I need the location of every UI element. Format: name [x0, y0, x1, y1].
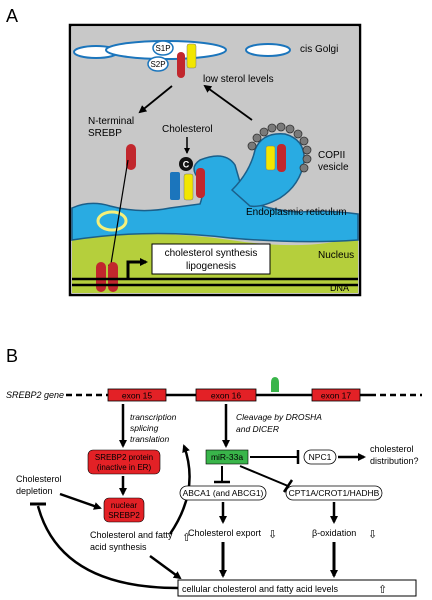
arrow-depletion	[59, 492, 102, 510]
abca1-label: ABCA1 (and ABCG1)	[183, 488, 264, 498]
synthesis-line1: Cholesterol and fatty	[90, 530, 173, 540]
exon-16-box	[195, 388, 257, 402]
nuclear-srebp2-box	[103, 497, 145, 523]
srebp-golgi	[177, 52, 185, 78]
exon-17-box	[311, 388, 361, 402]
mir-33a-box	[205, 449, 249, 465]
npc1-label: NPC1	[309, 452, 332, 462]
exon-15-label: exon 15	[122, 391, 153, 401]
scap-er	[183, 173, 194, 201]
arrow-synthesis-final	[149, 554, 182, 580]
insig-protein	[170, 172, 180, 200]
srebp-dna-2	[108, 262, 118, 292]
mir-hairpin	[271, 377, 279, 392]
arrow-er-to-golgi	[203, 84, 253, 121]
copii-coat	[247, 122, 312, 173]
synthesis-line2: acid synthesis	[90, 542, 147, 552]
srebp2-protein-line2: (inactive in ER)	[97, 463, 152, 472]
export-down-arrow: ⇩	[268, 529, 277, 541]
n-terminal-srebp	[126, 144, 136, 170]
dna-label: DNA	[330, 283, 349, 293]
export-label: Cholesterol export	[188, 528, 262, 538]
exon-16-label: exon 16	[211, 391, 242, 401]
low-sterol-label: low sterol levels	[203, 74, 274, 85]
npc1-box	[303, 449, 337, 465]
cell-diagram: S1P S2P cis Golgi low sterol levels N-te…	[68, 23, 362, 297]
srebp2-protein-box	[87, 449, 161, 475]
s1p-label: S1P	[155, 44, 170, 53]
gene-label: SREBP2 gene	[6, 390, 64, 400]
n-terminal-label-2: SREBP	[88, 128, 122, 139]
scap-golgi	[186, 43, 197, 69]
exon-15-box	[107, 388, 167, 402]
beta-down-arrow: ⇩	[368, 529, 377, 541]
note-transcription: transcription	[130, 412, 177, 422]
arrow-golgi-cleavage	[138, 85, 173, 114]
exon-17-label: exon 17	[321, 391, 352, 401]
depletion-line2: depletion	[16, 486, 53, 496]
transcription-arrow	[126, 258, 148, 279]
beta-label: β-oxidation	[312, 528, 356, 538]
mir-33a-label: miR-33a	[211, 452, 243, 462]
cholesterol-label: Cholesterol	[162, 124, 213, 135]
panel-a-letter: A	[6, 6, 18, 26]
scap-vesicle	[265, 145, 276, 171]
s2p-label: S2P	[150, 60, 165, 69]
cleavage-line2: and DICER	[236, 424, 279, 434]
cholesterol-c-label: C	[183, 160, 190, 170]
arrow-to-nucleus	[107, 159, 129, 271]
cpt-label: CPT1A/CROT1/HADHB	[289, 488, 380, 498]
box-line-1: cholesterol synthesis	[165, 248, 258, 259]
inhibition-curve	[36, 505, 179, 590]
golgi-vesicle-right	[245, 43, 291, 57]
final-up-arrow: ⇧	[378, 584, 387, 596]
panel-b-letter: B	[6, 346, 18, 366]
nuclear-pore	[96, 210, 128, 232]
distribution-line1: cholesterol	[370, 444, 414, 454]
inhibit-cpt-line	[239, 465, 289, 487]
er-label: Endoplasmic reticulum	[246, 207, 347, 218]
nucleus-label: Nucleus	[318, 250, 354, 261]
cis-golgi-label: cis Golgi	[300, 44, 338, 55]
nuclear-srebp2-line1: nuclear	[111, 501, 138, 510]
s2p-protease	[147, 56, 169, 72]
inhibit-cpt-bar	[282, 479, 294, 493]
cholesterol-molecule	[179, 157, 193, 171]
cleavage-line1: Cleavage by DROSHA	[236, 412, 322, 422]
s1p-protease	[152, 40, 174, 56]
distribution-line2: distribution?	[370, 456, 419, 466]
note-translation: translation	[130, 434, 169, 444]
abca1-box	[179, 485, 267, 501]
pathway-diagram: SREBP2 gene exon 15 exon 16 exon 17 tran…	[6, 377, 422, 597]
srebp2-protein-line1: SREBP2 protein	[95, 453, 153, 462]
n-terminal-label-1: N-terminal	[88, 116, 134, 127]
srebp-dna-1	[96, 262, 106, 292]
cpt-box	[285, 485, 383, 501]
srebp-er	[196, 168, 205, 198]
copii-label-2: vesicle	[318, 162, 349, 173]
copii-label-1: COPII	[318, 150, 345, 161]
note-splicing: splicing	[130, 423, 159, 433]
nuclear-srebp2-line2: SREBP2	[108, 511, 140, 520]
final-levels-label: cellular cholesterol and fatty acid leve…	[182, 584, 339, 594]
target-genes-box	[151, 243, 271, 275]
srebp-vesicle	[277, 144, 286, 172]
depletion-line1: Cholesterol	[16, 474, 62, 484]
box-line-2: lipogenesis	[186, 261, 236, 272]
synthesis-up-arrow: ⇧	[182, 532, 191, 544]
